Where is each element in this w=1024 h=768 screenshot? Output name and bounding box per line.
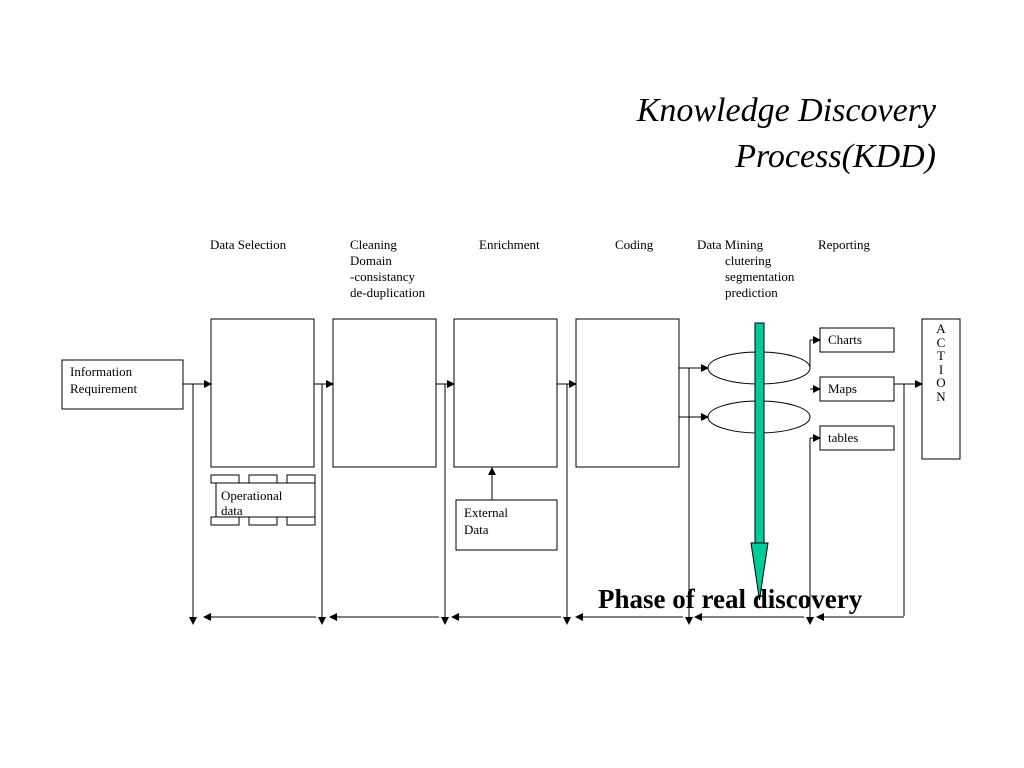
stage-label-cleaning-deduplication: de-duplication [350, 285, 426, 300]
stage-label-data-mining-segmentation: segmentation [725, 269, 795, 284]
information-requirement-text-2: Requirement [70, 381, 138, 396]
stage-label-cleaning-consistancy: -consistancy [350, 269, 415, 284]
external-data-text-1: External [464, 505, 509, 520]
stage-label-data-mining-clutering: clutering [725, 253, 772, 268]
discovery-arrow [750, 322, 769, 601]
stage-label-coding: Coding [615, 237, 654, 252]
information-requirement-text-1: Information [70, 364, 133, 379]
action-letter: T [937, 348, 945, 363]
stage-label-enrichment: Enrichment [479, 237, 540, 252]
stage-label-data-selection: Data Selection [210, 237, 287, 252]
action-letter: I [938, 361, 944, 377]
action-letter: C [936, 334, 946, 350]
action-letter: N [936, 388, 946, 404]
title-line-2: Process(KDD) [735, 138, 936, 175]
charts-label: Charts [828, 332, 862, 347]
tables-label: tables [828, 430, 859, 445]
operational-data-text-1: Operational [221, 488, 283, 503]
stage-label-data-mining-prediction: prediction [725, 285, 778, 300]
stage-label-cleaning-domain: Domain [350, 253, 392, 268]
phase-of-real-discovery-label: Phase of real discovery [598, 584, 863, 614]
action-box [921, 318, 961, 460]
action-letter: O [936, 375, 946, 390]
stage-label-reporting: Reporting [818, 237, 870, 252]
title-line-1: Knowledge Discovery [636, 92, 936, 129]
maps-label: Maps [828, 381, 857, 396]
external-data-text-2: Data [464, 522, 489, 537]
action-label: A C T I O N [922, 322, 960, 403]
cleaning-box [332, 318, 437, 468]
stage-label-data-mining: Data Mining [697, 237, 764, 252]
external-data-box [455, 499, 558, 551]
data-selection-box [210, 318, 315, 468]
stage-label-cleaning: Cleaning [350, 237, 397, 252]
operational-data-box [210, 474, 316, 526]
action-letter: A [936, 321, 946, 336]
enrichment-box [453, 318, 558, 468]
coding-box [575, 318, 680, 468]
operational-data-text-2: data [221, 503, 243, 515]
